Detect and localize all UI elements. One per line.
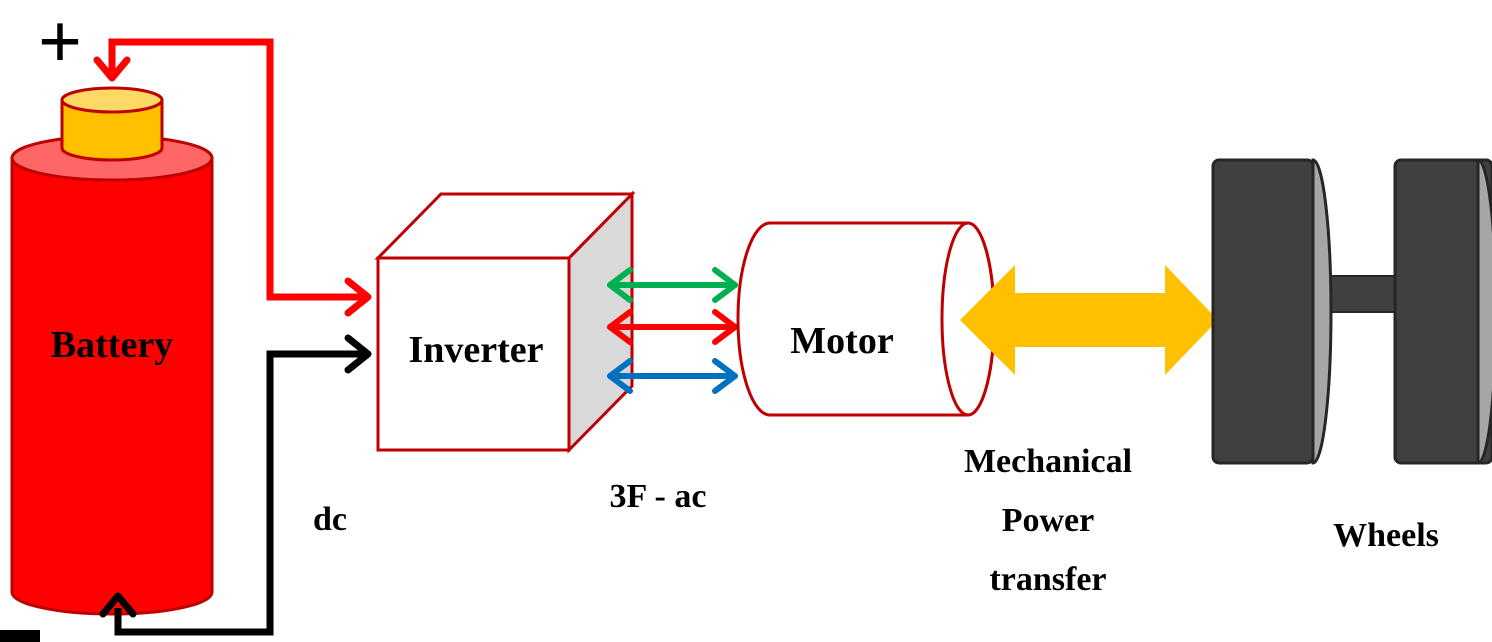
positive-arrowhead-battery (93, 56, 131, 82)
phase-a-arrow (607, 267, 738, 303)
phase-c-arrow (607, 358, 738, 394)
mech-label-line1: Mechanical (964, 443, 1132, 480)
mech-label-line2: Power (1002, 502, 1095, 539)
phase-arrows (607, 267, 738, 394)
mech-label-line3: transfer (989, 561, 1106, 598)
wheel-right (1393, 158, 1492, 465)
battery-label: Battery (51, 324, 173, 366)
motor-label: Motor (790, 320, 894, 362)
inverter-label: Inverter (408, 329, 543, 371)
inverter-front (376, 256, 571, 452)
battery-cap (60, 98, 164, 162)
positive-wire (93, 38, 372, 317)
wheels: Wheels (1211, 158, 1492, 554)
positive-arrowhead-inverter (344, 277, 372, 317)
dc-label: dc (313, 501, 347, 538)
negative-arrowhead-battery (99, 592, 137, 618)
phase-b-arrow (607, 309, 738, 345)
ac-label: 3F - ac (610, 478, 707, 515)
motor: Motor (736, 221, 996, 417)
wheel-left (1211, 158, 1333, 465)
plus-sign: + (38, 0, 82, 85)
negative-arrowhead-inverter (344, 334, 372, 374)
mechanical-power-label: Mechanical Power transfer (964, 443, 1132, 598)
wheels-label: Wheels (1333, 517, 1439, 554)
mechanical-power-arrow (960, 265, 1218, 375)
battery-cap-top (60, 86, 164, 114)
inverter: Inverter (374, 190, 636, 454)
battery-body (10, 156, 214, 616)
minus-sign (0, 630, 40, 642)
negative-wire (99, 334, 372, 636)
battery: Battery (10, 86, 214, 616)
